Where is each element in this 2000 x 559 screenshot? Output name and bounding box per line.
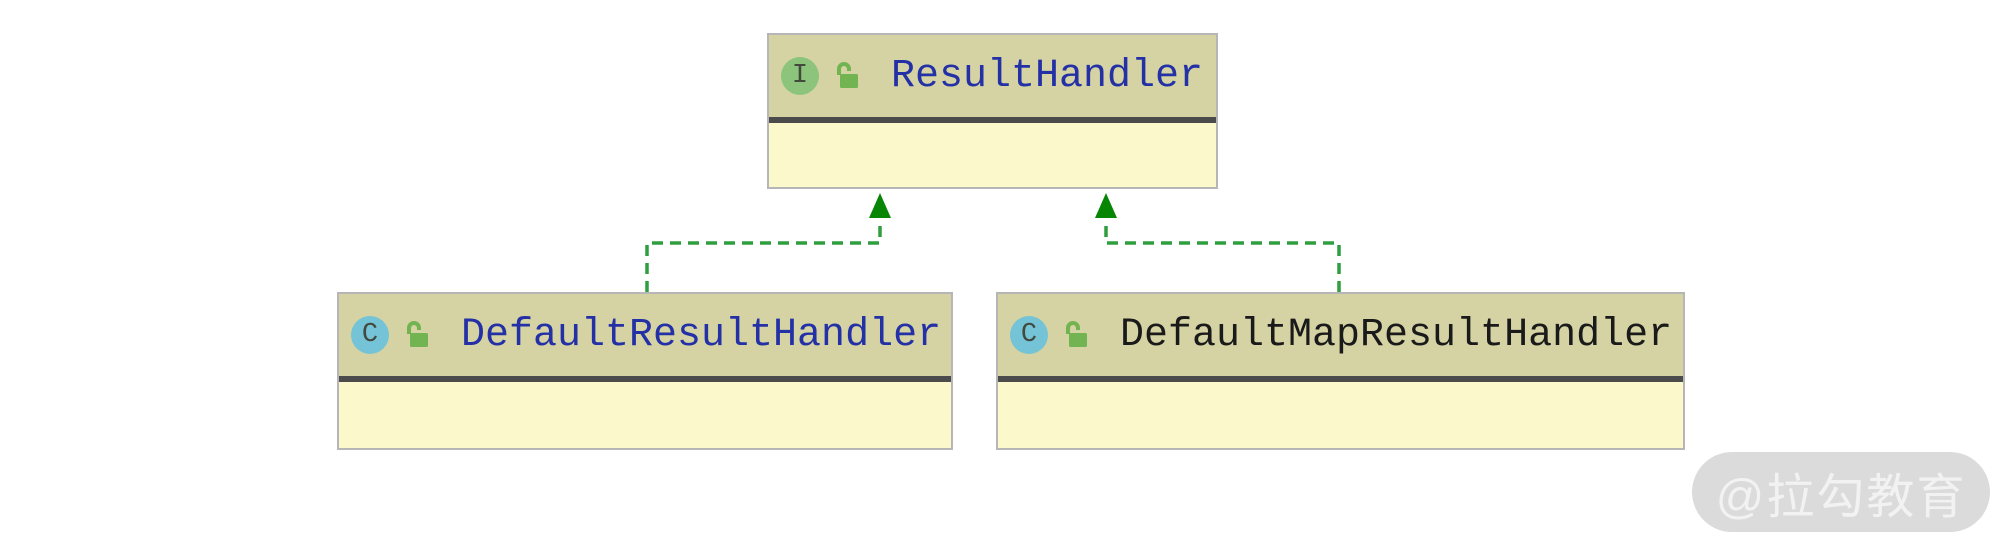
node-result-handler[interactable]: I ResultHandler (767, 33, 1218, 189)
arrowhead-icon (869, 193, 891, 218)
node-default-map-result-handler[interactable]: C DefaultMapResultHandler (996, 292, 1685, 450)
node-default-result-handler-header: C DefaultResultHandler (339, 294, 951, 376)
class-icon: C (351, 316, 389, 354)
edge-default-result-handler-implements (645, 193, 891, 292)
node-default-map-result-handler-header: C DefaultMapResultHandler (998, 294, 1683, 376)
watermark-text: @拉勾教育 (1715, 471, 1967, 524)
watermark: @拉勾教育 (1692, 452, 1990, 532)
node-fields-section (769, 123, 1216, 187)
unlock-icon (403, 320, 431, 350)
interface-icon: I (781, 57, 819, 95)
node-fields-section (339, 382, 951, 448)
interface-icon-letter: I (791, 61, 809, 91)
class-icon-letter: C (361, 320, 379, 350)
node-label: ResultHandler (891, 53, 1204, 99)
arrowhead-icon (1095, 193, 1117, 218)
node-result-handler-header: I ResultHandler (769, 35, 1216, 117)
node-separator (998, 376, 1683, 382)
node-separator (769, 117, 1216, 123)
node-separator (339, 376, 951, 382)
node-default-result-handler[interactable]: C DefaultResultHandler (337, 292, 953, 450)
edge-default-map-result-handler-implements (1095, 193, 1341, 292)
class-icon-letter: C (1020, 320, 1038, 350)
node-label: DefaultResultHandler (461, 312, 942, 358)
node-fields-section (998, 382, 1683, 448)
class-icon: C (1010, 316, 1048, 354)
unlock-icon (833, 61, 861, 91)
node-label: DefaultMapResultHandler (1120, 312, 1673, 358)
unlock-icon (1062, 320, 1090, 350)
